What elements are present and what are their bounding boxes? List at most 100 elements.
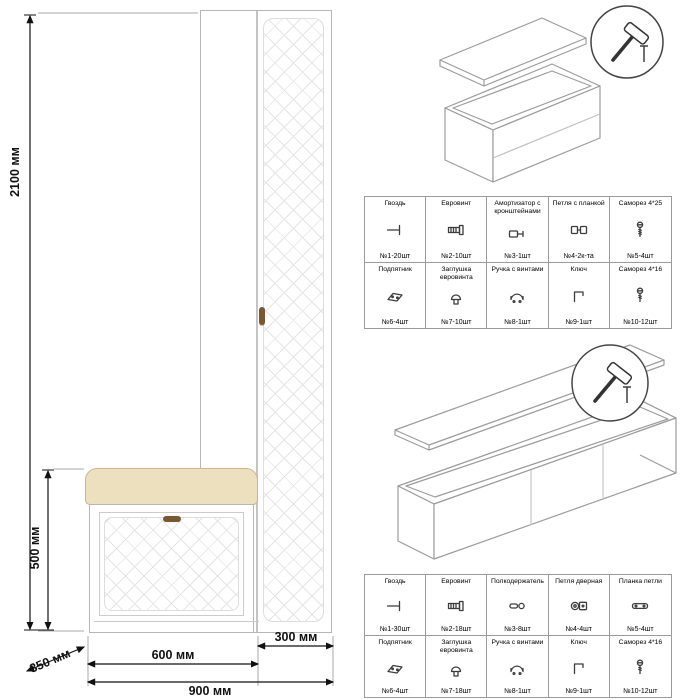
hinge-plate-icon — [629, 596, 651, 616]
bench-plinth — [94, 621, 259, 622]
hardware-item-count: №5-4шт — [627, 626, 654, 633]
hardware-item-count: №7-18шт — [441, 688, 472, 695]
hardware-item-count: №1-20шт — [379, 252, 411, 260]
hardware-item-count: №6-4шт — [381, 319, 409, 326]
hardware-item-count: №10-12шт — [623, 319, 658, 326]
euro-screw-icon — [445, 220, 467, 240]
hardware-item-name: Саморез 4*25 — [618, 200, 663, 207]
hardware-item-count: №4-2к-та — [563, 252, 594, 260]
door-hinge-icon — [568, 596, 590, 616]
hardware-item-name: Гвоздь — [384, 200, 406, 207]
hammer-icon — [571, 344, 649, 422]
hardware-item: Подпятник №6-4шт — [365, 636, 427, 697]
bench-flap — [99, 512, 244, 616]
hardware-item-name: Петля дверная — [555, 578, 603, 585]
damper-icon — [506, 224, 528, 244]
hardware-item-name: Заглушка евровинта — [439, 265, 473, 281]
flap-quilt-pattern — [104, 517, 239, 611]
footpad-icon — [384, 286, 406, 306]
hardware-item: Саморез 4*25 №5-4шт — [609, 197, 671, 263]
dim-depth: 350 мм — [27, 646, 73, 676]
hardware-item-name: Подпятник — [378, 265, 412, 273]
dim-total-height: 2100 мм — [8, 147, 22, 197]
hardware-item: Ключ №9-1шт — [549, 262, 610, 328]
hardware-item: Планка петли №5-4шт — [609, 575, 671, 636]
hardware-item-count: №9-1шт — [565, 688, 592, 695]
hardware-item-name: Полкодержатель — [491, 578, 544, 585]
cap-icon — [445, 662, 467, 682]
hardware-item: Гвоздь №1-20шт — [365, 197, 427, 263]
hardware-item: Ручка с винтами №8-1шт — [487, 636, 549, 697]
shelf-pin-icon — [506, 596, 528, 616]
screw-icon — [629, 220, 651, 240]
hardware-item-name: Ручка с винтами — [491, 265, 544, 273]
footpad-icon — [384, 658, 406, 678]
hardware-item-count: №1-30шт — [379, 626, 411, 633]
door-quilt-pattern — [263, 18, 324, 622]
hardware-item: Петля с планкой №4-2к-та — [548, 197, 610, 263]
cabinet-divider — [256, 11, 258, 632]
hardware-item-count: №10-12шт — [623, 688, 658, 695]
cap-icon — [445, 290, 467, 310]
hardware-item: Петля дверная №4-4шт — [548, 575, 610, 636]
hardware-item-count: №5-4шт — [627, 252, 654, 260]
hardware-item-count: №4-4шт — [565, 626, 592, 633]
dim-bench-height: 500 мм — [28, 526, 42, 570]
hardware-item: Подпятник №6-4шт — [365, 262, 427, 328]
key-icon — [568, 658, 590, 678]
door-handle-icon — [259, 307, 265, 325]
hardware-item: Саморез 4*16 №10-12шт — [610, 263, 671, 329]
hardware-item-count: №3-1шт — [504, 252, 531, 260]
bench-exploded-view — [439, 5, 664, 183]
hardware-item-name: Евровинт — [441, 578, 472, 585]
flap-hinge-icon — [568, 220, 590, 240]
hardware-item-name: Заглушка евровинта — [439, 639, 473, 655]
hardware-item-name: Петля с планкой — [552, 200, 605, 207]
nail-icon — [384, 596, 406, 616]
screw-icon — [629, 286, 651, 306]
hardware-item: Заглушка евровинта №7-18шт — [426, 636, 488, 697]
hardware-item: Евровинт №2-18шт — [426, 575, 488, 636]
hammer-icon — [590, 5, 664, 79]
hardware-item-name: Евровинт — [441, 200, 472, 207]
hardware-item: Евровинт №2-10шт — [426, 197, 488, 263]
hardware-item: Полкодержатель №3-8шт — [487, 575, 549, 636]
hardware-item-name: Ключ — [570, 265, 587, 273]
euro-screw-icon — [445, 596, 467, 616]
hardware-item-count: №8-1шт — [504, 688, 531, 695]
bench-body — [89, 504, 259, 633]
hardware-item-name: Гвоздь — [384, 578, 406, 585]
screw-icon — [629, 658, 651, 678]
hardware-item-name: Ключ — [570, 639, 587, 646]
dim-total-width: 900 мм — [188, 684, 232, 698]
hardware-item-name: Ручка с винтами — [491, 639, 544, 646]
hardware-item-name: Планка петли — [618, 578, 662, 585]
dim-cabinet-width: 300 мм — [274, 630, 318, 644]
key-icon — [568, 286, 590, 306]
hardware-item-name: Подпятник — [378, 639, 412, 646]
hardware-item-name: Саморез 4*16 — [618, 265, 663, 273]
hardware-item: Заглушка евровинта №7-10шт — [426, 262, 488, 328]
bench-hardware-table: Гвоздь №1-20шт Евровинт №2-10шт Амортиза… — [364, 196, 672, 329]
hardware-item: Амортизатор с кронштейнами №3-1шт — [487, 197, 549, 263]
hardware-item: Саморез 4*16 №10-12шт — [610, 636, 671, 697]
hardware-item: Ключ №9-1шт — [549, 636, 610, 697]
hardware-item-name: Амортизатор с кронштейнами — [494, 200, 541, 216]
hardware-item-count: №2-10шт — [441, 252, 472, 260]
nail-icon — [384, 220, 406, 240]
hardware-item-count: №2-18шт — [441, 626, 472, 633]
bench-cushion — [85, 468, 258, 505]
handle-icon — [506, 658, 528, 678]
hardware-item-count: №9-1шт — [565, 319, 592, 326]
hardware-item: Ручка с винтами №8-1шт — [487, 262, 549, 328]
hardware-item-count: №8-1шт — [504, 319, 531, 326]
hardware-item-count: №7-10шт — [441, 319, 472, 326]
flap-handle-icon — [162, 516, 181, 522]
hardware-item: Гвоздь №1-30шт — [365, 575, 427, 636]
shoe-bench — [85, 468, 262, 633]
handle-icon — [506, 286, 528, 306]
hardware-item-count: №6-4шт — [381, 688, 409, 695]
dim-bench-width: 600 мм — [151, 648, 195, 662]
cabinet-hardware-table: Гвоздь №1-30шт Евровинт №2-18шт Полкодер… — [364, 574, 672, 698]
